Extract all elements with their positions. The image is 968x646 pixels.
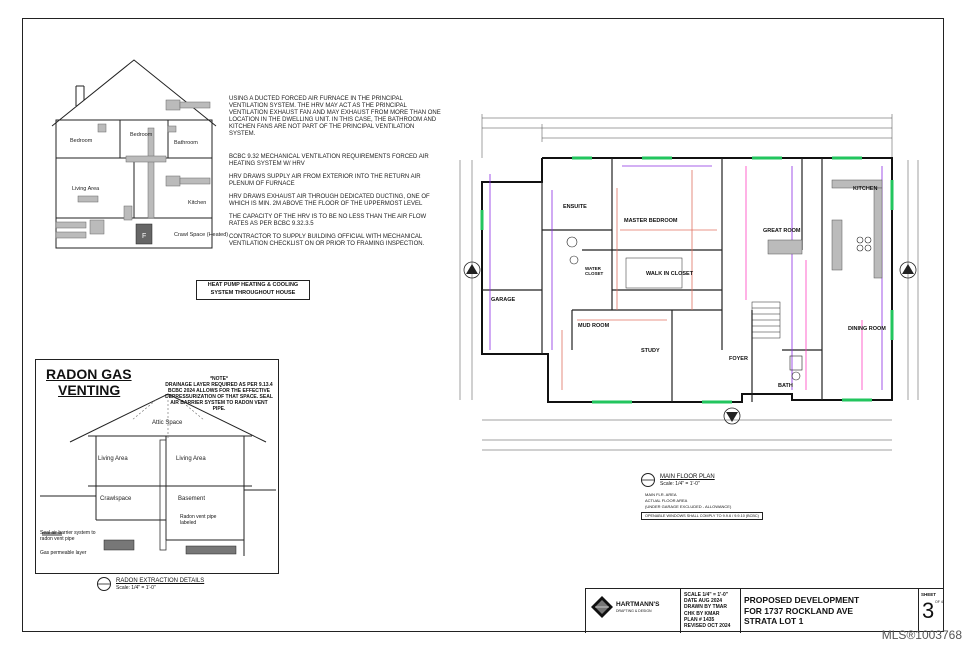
tb-date: DATE AUG 2024 bbox=[684, 598, 723, 605]
tb-plan-number: PLAN # 1435 bbox=[684, 616, 715, 623]
title-block-logo-cell: HARTMANN'S DRAFTING & DESIGN bbox=[585, 589, 680, 633]
room-dining-room: DINING ROOM bbox=[848, 326, 886, 332]
ventilation-note-6: CONTRACTOR TO SUPPLY BUILDING OFFICIAL W… bbox=[229, 234, 425, 247]
firm-logo-icon bbox=[591, 596, 613, 618]
sheet-number: 3 bbox=[922, 598, 935, 623]
radon-note: *NOTE* DRAINAGE LAYER REQUIRED AS PER 9.… bbox=[164, 376, 274, 412]
floor-plan-drawing bbox=[459, 114, 919, 451]
radon-title-line-2: VENTING bbox=[58, 382, 121, 398]
room-bath: BATH bbox=[778, 383, 793, 389]
tb-drawn-by: DRAWN BY TMAR bbox=[684, 604, 727, 611]
floor-plan-scale: Scale: 1/4" = 1'-0" bbox=[660, 481, 700, 487]
room-label-living-area: Living Area bbox=[72, 186, 100, 192]
radon-note-text: DRAINAGE LAYER REQUIRED AS PER 9.13.4 BC… bbox=[165, 382, 273, 412]
floor-area-notes: MAIN FLR. AREA ACTUAL FLOOR AREA (UNDER … bbox=[645, 492, 731, 510]
radon-label-crawlspace: Crawlspace bbox=[100, 496, 132, 502]
sheet-of: OF 4 bbox=[935, 600, 943, 604]
title-block-sheet-cell: SHEET 3 OF 4 bbox=[918, 589, 944, 633]
ventilation-note-3: HRV DRAWS SUPPLY AIR FROM EXTERIOR INTO … bbox=[229, 174, 421, 187]
radon-section-drawing: Attic Space Living Area Living Area Craw… bbox=[40, 393, 276, 556]
radon-title: RADON GAS VENTING bbox=[46, 366, 132, 398]
ventilation-note-4: HRV DRAWS EXHAUST AIR THROUGH DEDICATED … bbox=[229, 194, 430, 207]
tb-revised: REVISED OCT 2024 bbox=[684, 623, 731, 630]
project-line-3: STRATA LOT 1 bbox=[744, 616, 804, 626]
firm-subtitle: DRAFTING & DESIGN bbox=[616, 609, 652, 613]
room-label-kitchen: Kitchen bbox=[188, 200, 206, 206]
radon-callout-vent: Radon vent pipe labeled bbox=[180, 514, 217, 526]
radon-detail-marker-icon bbox=[97, 577, 111, 591]
room-walk-in-closet: WALK IN CLOSET bbox=[646, 271, 694, 277]
room-water-closet: WATER CLOSET bbox=[585, 266, 604, 276]
ventilation-notes: USING A DUCTED FORCED AIR FURNACE IN THE… bbox=[229, 96, 441, 254]
room-foyer: FOYER bbox=[729, 356, 748, 362]
room-garage: GARAGE bbox=[491, 297, 516, 303]
radon-title-line-1: RADON GAS bbox=[46, 366, 132, 382]
area-line-3: (UNDER GARAGE EXCLUDED - ALLOWANCE) bbox=[645, 504, 732, 509]
room-master-bedroom: MASTER BEDROOM bbox=[624, 218, 678, 224]
heat-pump-note: HEAT PUMP HEATING & COOLING SYSTEM THROU… bbox=[196, 280, 310, 300]
window-compliance-note: OPENABLE WINDOWS SHALL COMPLY TO 9.9.6 /… bbox=[641, 512, 763, 520]
room-label-bathroom: Bathroom bbox=[174, 140, 198, 146]
radon-label-living-1: Living Area bbox=[98, 456, 128, 462]
furnace-label: F bbox=[142, 233, 146, 240]
area-line-2: ACTUAL FLOOR AREA bbox=[645, 498, 688, 503]
room-kitchen: KITCHEN bbox=[853, 186, 878, 192]
floor-plan-title: MAIN FLOOR PLAN bbox=[660, 474, 715, 480]
ventilation-house-diagram: F Bedroom Bedroom Bathroom Living Area K… bbox=[51, 59, 228, 249]
radon-callout-seal: Seal air barrier system to radon vent pi… bbox=[40, 530, 96, 542]
title-block-project-cell: PROPOSED DEVELOPMENT FOR 1737 ROCKLAND A… bbox=[740, 589, 918, 633]
project-line-2: FOR 1737 ROCKLAND AVE bbox=[744, 605, 854, 616]
room-label-bedroom-2: Bedroom bbox=[130, 132, 153, 138]
radon-label-attic: Attic Space bbox=[152, 420, 183, 426]
tb-scale: SCALE 1/4" = 1'-0" bbox=[684, 592, 729, 598]
room-mud-room: MUD ROOM bbox=[578, 323, 610, 329]
title-block-info-cell: SCALE 1/4" = 1'-0" DATE AUG 2024 DRAWN B… bbox=[680, 589, 740, 633]
sheet-label: SHEET bbox=[921, 592, 937, 597]
firm-name: HARTMANN'S bbox=[616, 601, 660, 608]
radon-label-living-2: Living Area bbox=[176, 456, 206, 462]
ventilation-note-5: THE CAPACITY OF THE HRV IS TO BE NO LESS… bbox=[229, 214, 427, 227]
radon-label-basement: Basement bbox=[178, 496, 205, 502]
room-study: STUDY bbox=[641, 348, 660, 354]
radon-callout-gas: Gas permeable layer bbox=[40, 550, 87, 556]
drawing-sheet-border bbox=[22, 18, 944, 632]
radon-detail-scale: Scale: 1/4" = 1'-0" bbox=[116, 585, 156, 591]
room-label-bedroom-1: Bedroom bbox=[70, 138, 93, 144]
area-line-1: MAIN FLR. AREA bbox=[645, 492, 677, 497]
radon-note-heading: *NOTE* bbox=[210, 376, 228, 382]
ventilation-note-2: BCBC 9.32 MECHANICAL VENTILATION REQUIRE… bbox=[229, 154, 429, 167]
ventilation-note-1: USING A DUCTED FORCED AIR FURNACE IN THE… bbox=[229, 96, 441, 137]
radon-detail-title: RADON EXTRACTION DETAILS bbox=[116, 578, 205, 584]
title-block: HARTMANN'S DRAFTING & DESIGN SCALE 1/4" … bbox=[585, 588, 944, 633]
room-label-crawl-space: Crawl Space (Heated) bbox=[174, 232, 228, 238]
project-line-1: PROPOSED DEVELOPMENT bbox=[744, 595, 860, 605]
radon-venting-panel: RADON GAS VENTING *NOTE* DRAINAGE LAYER … bbox=[35, 359, 279, 574]
floor-plan-marker-icon bbox=[641, 473, 655, 487]
mls-watermark: MLS®1003768 bbox=[881, 628, 962, 642]
tb-chk-by: CHK BY KMAR bbox=[684, 610, 720, 617]
room-ensuite: ENSUITE bbox=[563, 204, 587, 210]
room-great-room: GREAT ROOM bbox=[763, 228, 801, 234]
